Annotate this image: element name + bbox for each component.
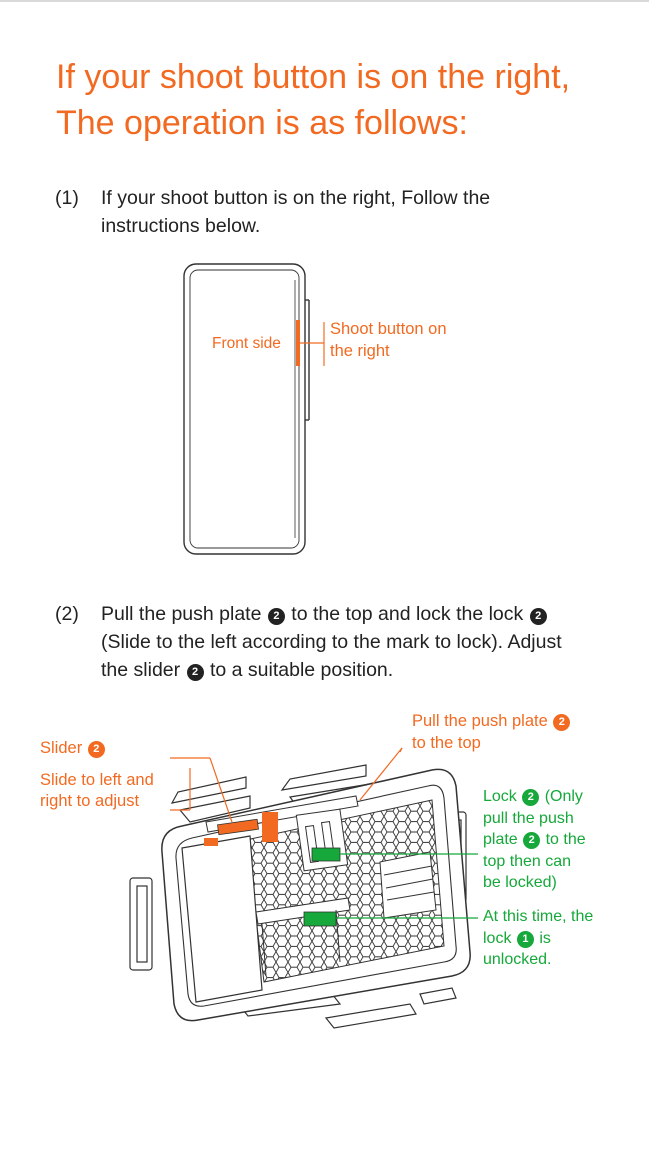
number-2-icon: 2 (529, 608, 547, 625)
push-plate-line-1: Pull the push plate (412, 712, 548, 730)
shoot-button-highlight (296, 320, 300, 366)
slide-adjust-hint: Slide to left and right to adjust (40, 770, 154, 812)
front-side-label: Front side (212, 335, 281, 352)
slider-label: Slider 2 (40, 738, 106, 759)
page-title: If your shoot button is on the right, Th… (56, 54, 636, 146)
step-2-text: Pull the push plate 2 to the top and loc… (101, 600, 646, 684)
shoot-button-label-line-2: the right (330, 342, 390, 360)
step-1-text: If your shoot button is on the right, Fo… (101, 184, 490, 240)
lock-2-line-1b: (Only (544, 788, 583, 805)
step-2: (2) Pull the push plate 2 to the top and… (55, 600, 645, 690)
step-2-line-3a: the slider (101, 659, 181, 681)
push-plate-label: Pull the push plate 2 to the top (412, 710, 571, 754)
slide-adjust-line-2: right to adjust (40, 792, 140, 810)
lock-1-line-1: At this time, the (483, 908, 594, 925)
step-2-line-3b: to a suitable position. (209, 659, 394, 681)
lock-1-line-2b: is (539, 929, 551, 947)
lock-2-label: Lock 2 (Only pull the push plate 2 to th… (483, 786, 586, 894)
number-2-icon: 2 (267, 608, 285, 625)
step-1-line-2: instructions below. (101, 215, 261, 237)
number-1-icon: 1 (516, 930, 534, 948)
push-plate-line-2: to the top (412, 734, 481, 752)
title-line-2: The operation is as follows: (56, 104, 468, 142)
step-2-line-2: (Slide to the left according to the mark… (101, 631, 562, 653)
lock-2-line-3b: to the (545, 831, 586, 848)
lock-2-line-5: be locked) (483, 874, 557, 891)
shoot-button-label-line-1: Shoot button on (330, 320, 447, 338)
number-2-icon: 2 (87, 741, 105, 758)
number-2-icon: 2 (186, 664, 204, 681)
lock-1-label: At this time, the lock 1 is unlocked. (483, 906, 593, 971)
step-2-line-1a: Pull the push plate (101, 603, 262, 625)
title-line-1: If your shoot button is on the right, (56, 58, 571, 96)
step-1-line-1: If your shoot button is on the right, Fo… (101, 187, 491, 209)
step-1-number: (1) (55, 187, 79, 209)
lock-1-line-2a: lock (483, 929, 512, 947)
number-2-icon: 2 (522, 789, 540, 806)
lock-2-line-3a: plate (483, 831, 518, 848)
lock-2-line-2: pull the push (483, 809, 574, 827)
step-2-line-1b: to the top and lock the lock (291, 603, 524, 625)
lock-2-line-4: top then can (483, 852, 572, 870)
number-2-icon: 2 (553, 714, 571, 731)
top-divider (0, 0, 649, 2)
shoot-button-label: Shoot button on the right (330, 318, 447, 362)
lock-2-line-1a: Lock (483, 788, 517, 805)
slide-adjust-line-1: Slide to left and (40, 771, 154, 789)
slider-label-text: Slider (40, 739, 83, 757)
lock-1-line-3: unlocked. (483, 951, 552, 968)
step-2-number: (2) (55, 603, 79, 625)
number-2-icon: 2 (523, 832, 541, 849)
step-1: (1) If your shoot button is on the right… (55, 184, 615, 244)
